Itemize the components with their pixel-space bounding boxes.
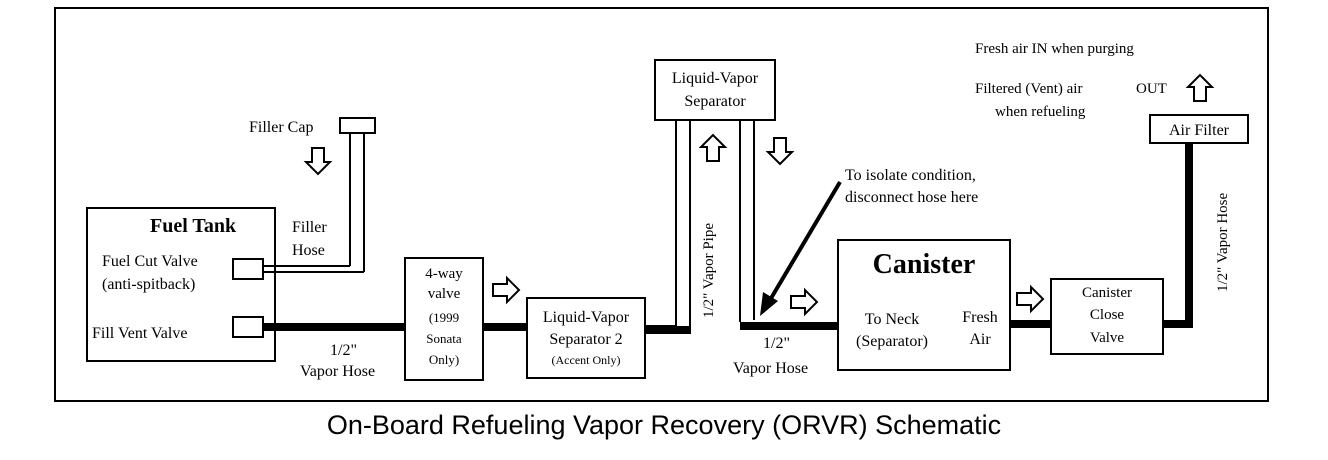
arrow-up-icon [1187,74,1213,102]
fuel-cut-valve-sublabel: (anti-spitback) [102,276,195,293]
filtered-air-out-note: OUT [1136,81,1167,97]
isolate-note-line-1: To isolate condition, [845,167,976,184]
diagram-frame [54,7,1269,402]
vapor-hose-label-2: Vapor Hose [733,360,808,377]
fuel-tank-label: Fuel Tank [150,215,237,237]
separator-2-line-1: Liquid-Vapor [543,309,630,326]
fuel-cut-valve-label: Fuel Cut Valve [102,253,198,270]
canister-label: Canister [873,249,976,280]
air-filter-label: Air Filter [1169,122,1230,139]
separator-top [654,59,776,121]
filtered-air-note-line-1: Filtered (Vent) air [975,81,1082,97]
separator-top-line-1: Liquid-Vapor [672,70,759,87]
separator-2-line-2: Separator 2 [549,331,622,348]
vapor-hose-size-1: 1/2" [330,342,357,359]
fill-vent-valve [232,316,264,338]
filler-hose-sublabel: Hose [292,242,325,259]
four-way-line-2: valve [428,286,461,302]
filler-cap [339,117,376,134]
vapor-hose-3 [645,326,690,334]
vapor-pipe-label: 1/2" Vapor Pipe [701,223,717,318]
four-way-line-3: (1999 [429,310,459,325]
fresh-air-in-note: Fresh air IN when purging [975,41,1134,57]
fill-vent-valve-label: Fill Vent Valve [92,325,187,342]
four-way-line-4: Sonata [426,331,462,346]
separator-2-line-3: (Accent Only) [552,353,621,367]
vapor-hose-vertical [1185,143,1193,328]
filtered-air-note-line-2: when refueling [995,104,1086,120]
fresh-air-sublabel: Air [969,331,991,348]
arrow-right-icon [1016,286,1044,312]
close-valve-line-2: Close [1090,307,1125,323]
separator-top-line-2: Separator [684,93,746,110]
diagram-caption: On-Board Refueling Vapor Recovery (ORVR)… [326,410,1002,440]
arrow-up-icon [700,134,726,162]
vapor-hose-vertical-label: 1/2" Vapor Hose [1215,192,1231,292]
arrow-right-icon [492,277,520,303]
fuel-cut-valve [232,258,264,280]
vapor-hose-5 [1010,320,1051,328]
arrow-down-icon [305,147,331,175]
four-way-line-1: 4-way [425,266,463,282]
filler-hose-label: Filler [292,219,327,236]
to-neck-sublabel: (Separator) [856,333,928,350]
isolate-note-line-2: disconnect hose here [845,189,978,206]
four-way-line-5: Only) [429,352,459,367]
canister-close-valve [1050,278,1164,355]
isolate-arrowhead-icon [760,292,778,316]
arrow-right-icon [790,289,818,315]
vapor-hose-size-2: 1/2" [763,335,790,352]
vapor-hose-label-1: Vapor Hose [300,363,375,380]
canister-box [837,239,1011,371]
arrow-down-icon [767,137,793,165]
air-filter [1149,114,1249,144]
filler-cap-label: Filler Cap [249,119,313,136]
separator-2 [526,297,646,379]
isolate-pointer [768,180,842,302]
fresh-air-label: Fresh [962,309,998,326]
four-way-valve [404,257,484,381]
to-neck-label: To Neck [865,311,919,328]
vapor-hose-2 [483,323,527,331]
vapor-hose-4 [740,322,838,330]
vapor-hose-1 [263,323,405,331]
vapor-hose-6 [1163,320,1193,328]
close-valve-line-1: Canister [1082,285,1132,301]
close-valve-line-3: Valve [1090,330,1124,346]
